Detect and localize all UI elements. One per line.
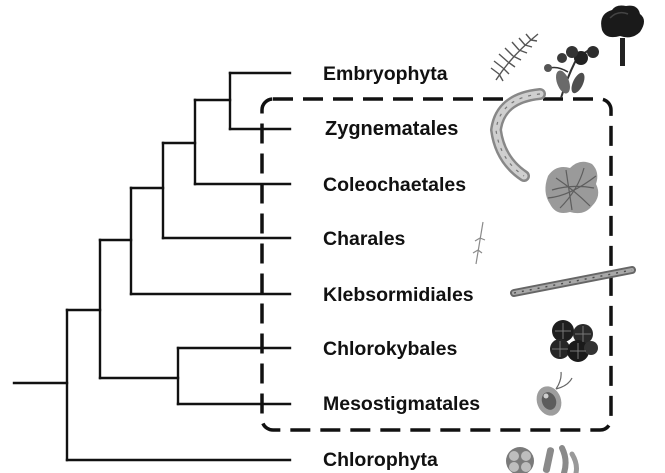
chlorokybus-cluster-icon: [550, 320, 598, 362]
fern-frond-icon: [490, 33, 539, 82]
organism-illustrations: [472, 5, 644, 473]
land-plant-icon: [490, 5, 644, 99]
chara-stonewort-icon: [472, 221, 486, 265]
tree-branches: [12, 71, 292, 462]
clade-dashed-box: [260, 97, 613, 432]
tree-icon: [601, 5, 644, 66]
taxon-label-chlorokybales: Chlorokybales: [323, 338, 458, 360]
taxon-label-zygnematales: Zygnematales: [325, 118, 458, 140]
taxon-label-chlorophyta: Chlorophyta: [323, 449, 438, 471]
mesostigma-flagellate-icon: [536, 371, 573, 416]
flowering-sprig-icon: [544, 46, 599, 99]
taxon-labels: Embryophyta Zygnematales Coleochaetales …: [323, 63, 480, 471]
taxon-label-charales: Charales: [323, 228, 406, 250]
taxon-label-mesostigmatales: Mesostigmatales: [323, 393, 480, 415]
taxon-label-embryophyta: Embryophyta: [323, 63, 448, 85]
zygnematales-filament-icon: [489, 88, 546, 182]
taxon-label-klebsormidiales: Klebsormidiales: [323, 284, 474, 306]
klebsormidium-filament-icon: [510, 266, 636, 297]
taxon-label-coleochaetales: Coleochaetales: [323, 174, 466, 196]
coleochaete-disc-icon: [545, 161, 599, 214]
chlorophyta-cells-icon: [506, 445, 579, 473]
